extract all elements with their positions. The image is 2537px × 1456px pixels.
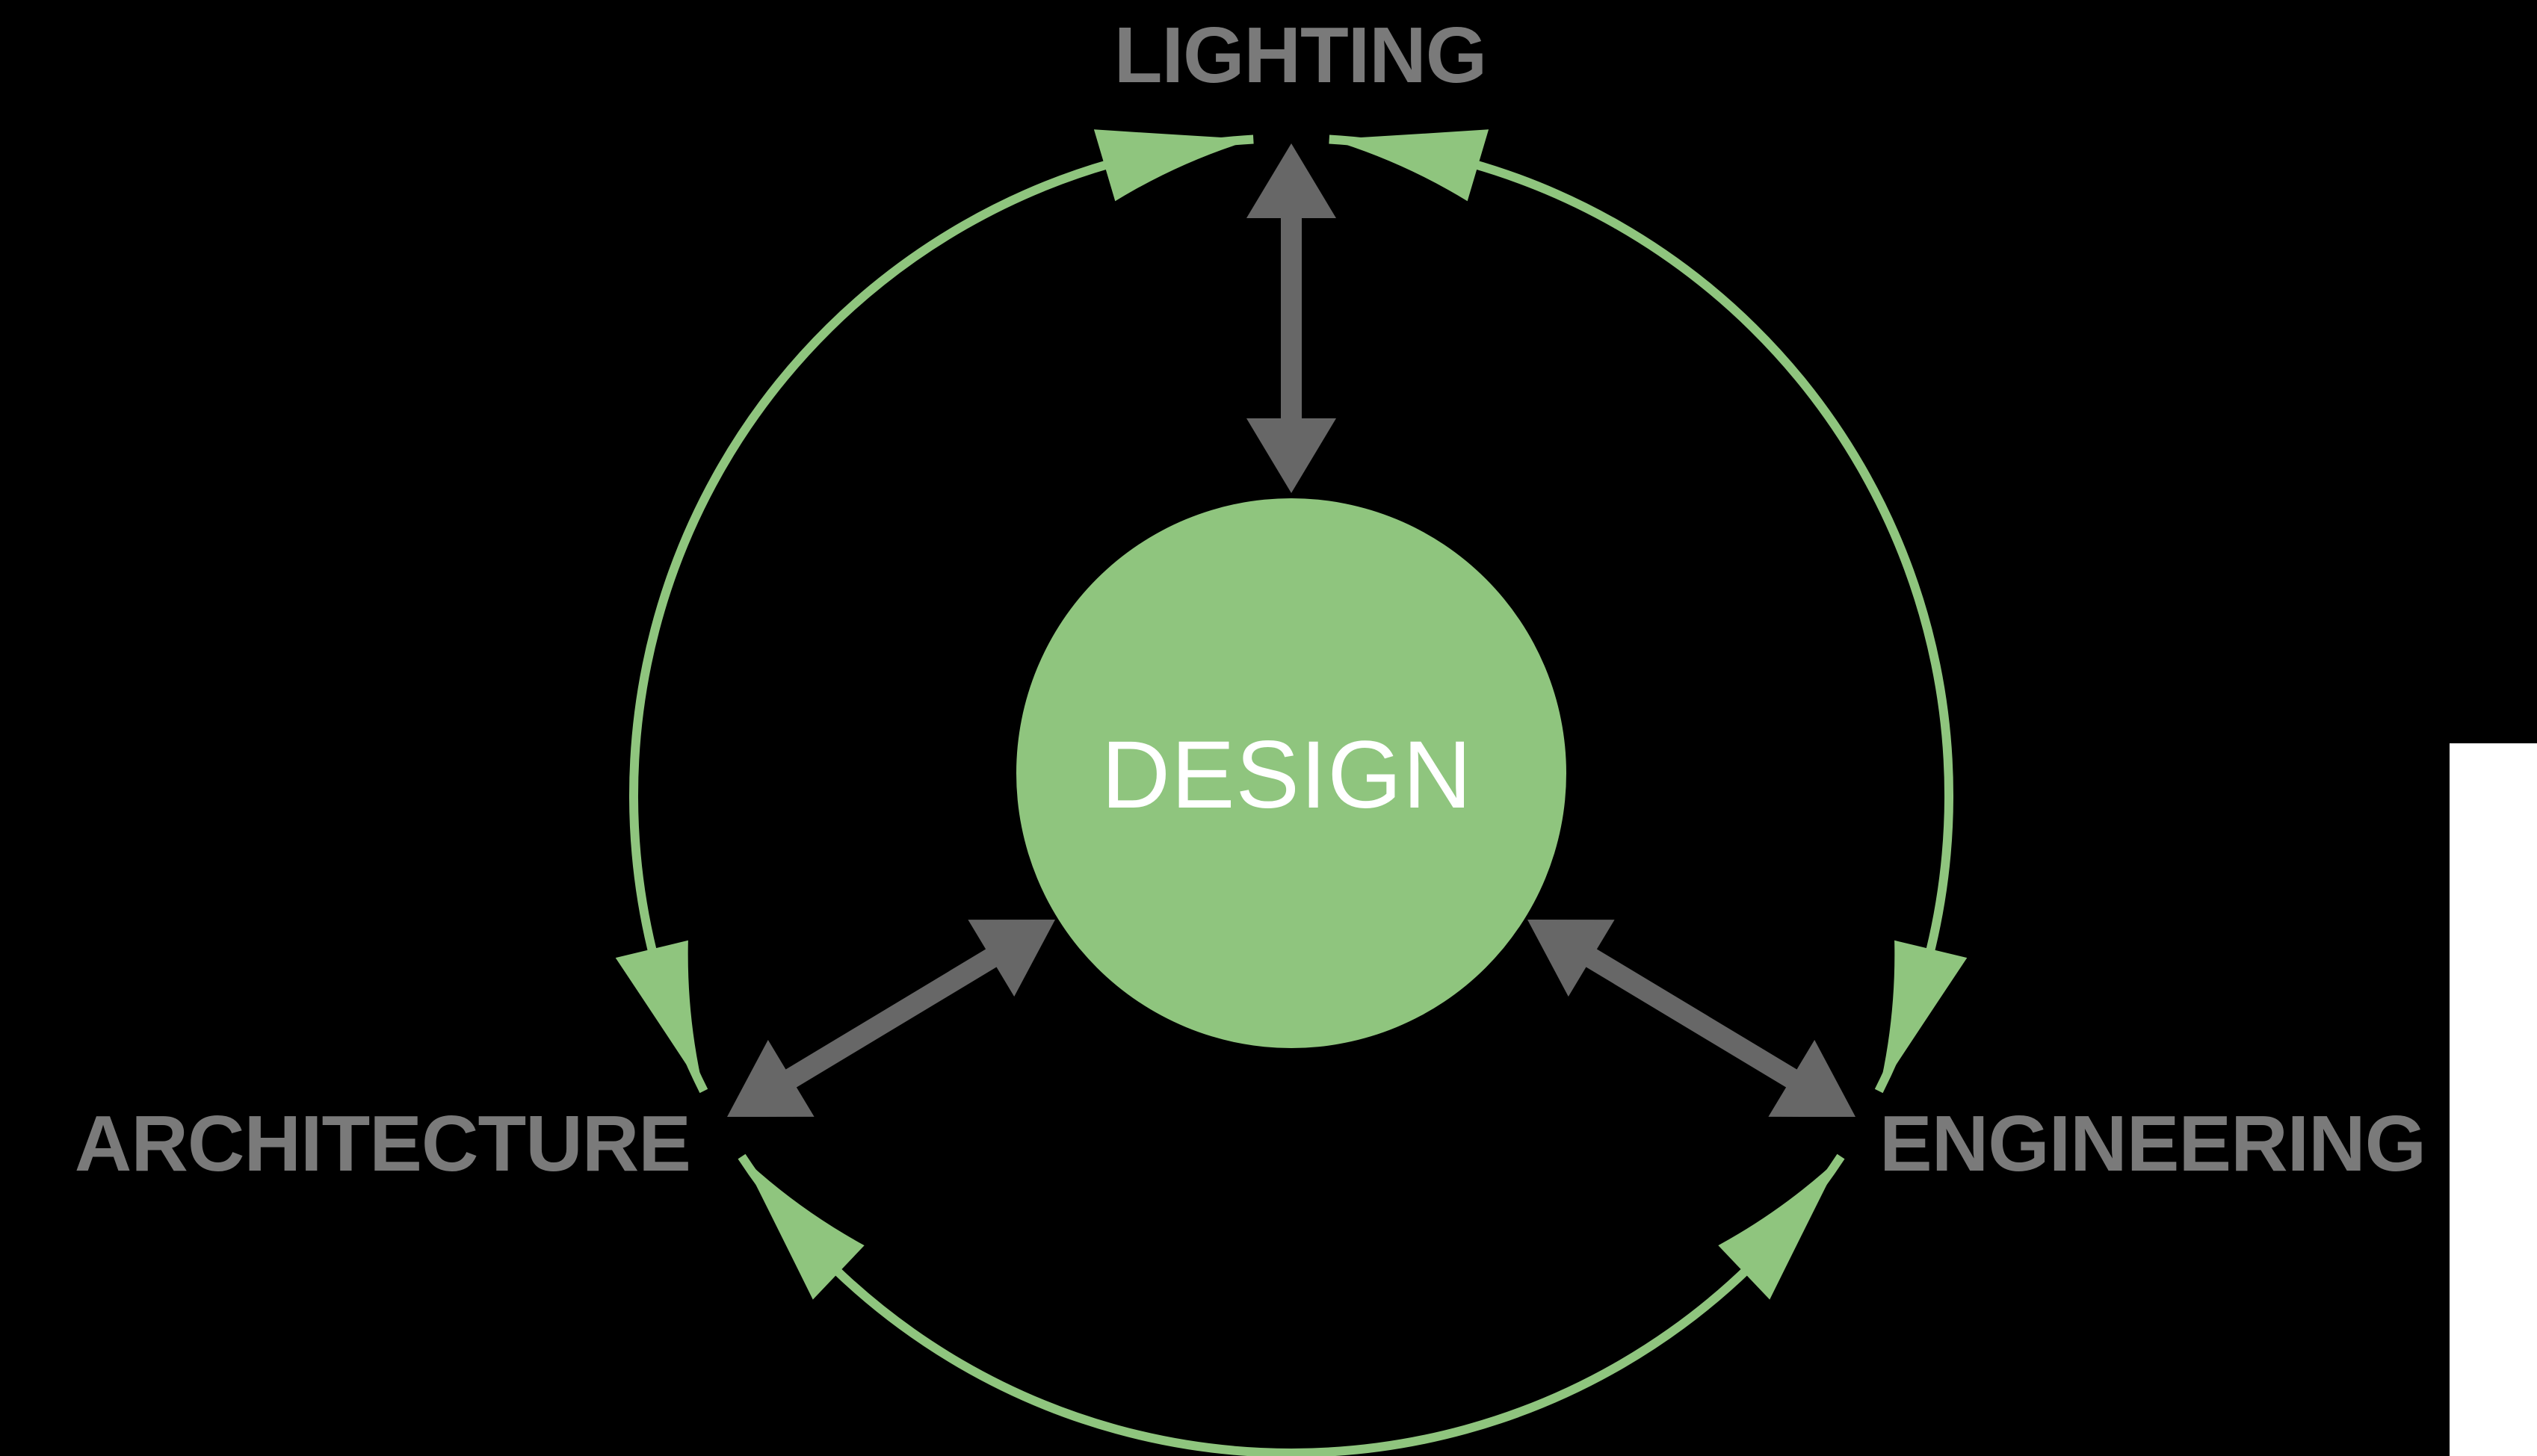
cycle-ring	[615, 129, 1968, 1456]
ring-arrowhead	[1879, 940, 1968, 1091]
design-circle	[1016, 498, 1566, 1048]
design-label: DESIGN	[1101, 722, 1473, 828]
ring-arrowhead	[1093, 129, 1254, 202]
connector-arrows	[727, 143, 1855, 1117]
ring-arc	[1329, 134, 1953, 1094]
background-panel	[2450, 743, 2537, 1456]
ring-arc	[629, 134, 1254, 1094]
connector-arrow-lighting	[1246, 143, 1336, 493]
connector-arrow-architecture	[727, 920, 1055, 1117]
ring-arc	[738, 1153, 1845, 1456]
ring-arrowhead	[741, 1156, 865, 1300]
node-label-architecture: ARCHITECTURE	[75, 1100, 690, 1188]
ring-arrowhead	[1329, 129, 1489, 202]
ring-arrowhead	[615, 940, 704, 1091]
node-label-lighting: LIGHTING	[1114, 11, 1486, 99]
node-label-engineering: ENGINEERING	[1879, 1100, 2426, 1188]
ring-arrowhead	[1718, 1156, 1841, 1300]
connector-arrow-engineering	[1527, 920, 1855, 1117]
